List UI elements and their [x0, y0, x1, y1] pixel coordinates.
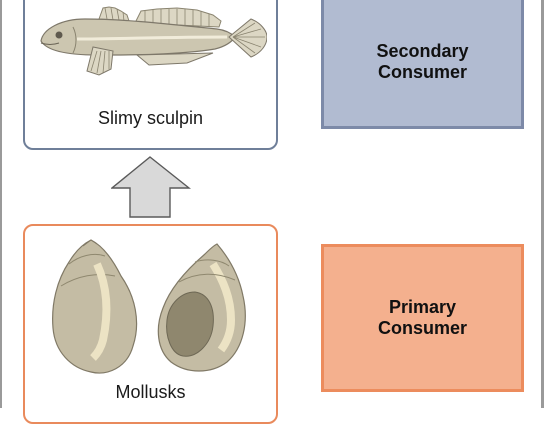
sculpin-card: Slimy sculpin [23, 0, 278, 150]
sculpin-label: Slimy sculpin [97, 108, 204, 128]
left-edge-rule [0, 0, 2, 408]
primary-consumer-line1: Primary [388, 297, 457, 317]
primary-consumer-box: Primary Consumer [321, 244, 524, 392]
primary-consumer-line2: Consumer [377, 318, 467, 338]
secondary-consumer-box: Secondary Consumer [321, 0, 524, 129]
up-arrow-icon [111, 156, 191, 218]
mollusk-shells-illustration [52, 239, 246, 374]
secondary-consumer-line1: Secondary [376, 40, 469, 61]
sculpin-illustration [40, 6, 267, 76]
mollusks-label: Mollusks [115, 382, 186, 402]
mollusks-card: Mollusks [23, 224, 278, 424]
right-edge-rule [541, 0, 544, 408]
secondary-consumer-line2: Consumer [377, 61, 467, 82]
